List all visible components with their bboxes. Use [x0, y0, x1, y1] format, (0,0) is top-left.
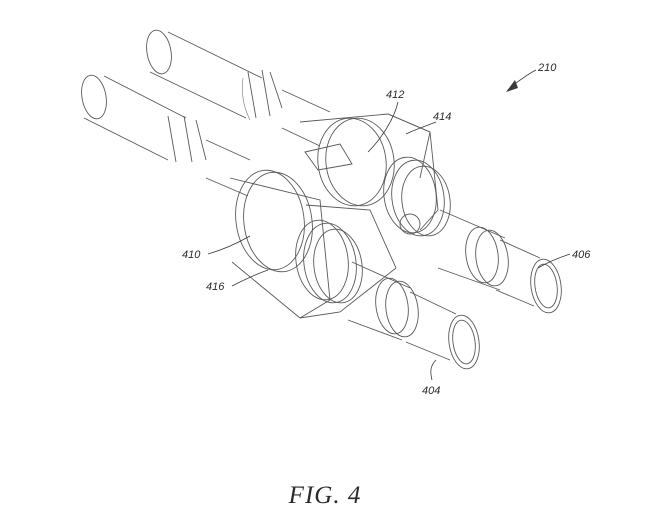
- label-front-tube: 404: [422, 385, 440, 397]
- label-assembly: 210: [537, 62, 557, 74]
- figure-caption: FIG. 4: [288, 482, 362, 509]
- leader-lines: [207, 69, 571, 381]
- label-front-collar: 410: [182, 249, 201, 261]
- front-tube-assembly: [81, 74, 480, 370]
- label-rear-collar: 412: [386, 89, 404, 101]
- label-rear-tube: 406: [572, 249, 591, 261]
- assembly-arrow: [506, 80, 518, 92]
- rear-tube-assembly: [146, 29, 562, 314]
- label-front-bracket: 416: [206, 281, 225, 293]
- label-rear-bracket: 414: [433, 111, 451, 123]
